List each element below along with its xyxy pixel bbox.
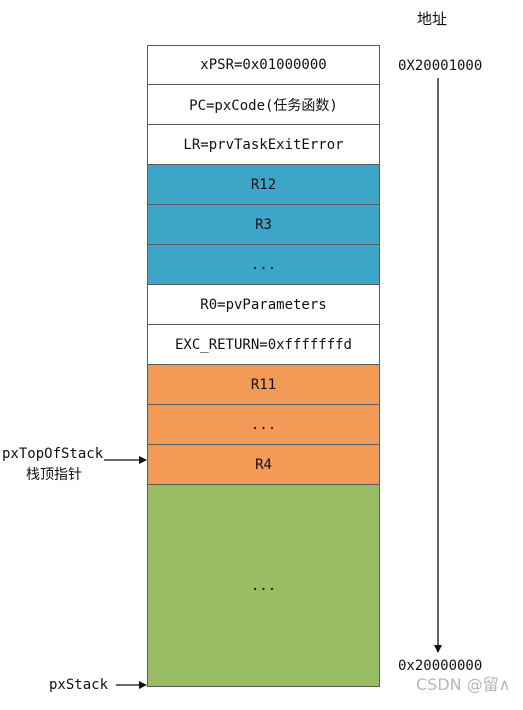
stack-cell-pc: PC=pxCode(任务函数) (147, 85, 380, 125)
stack-cell-r0: R0=pvParameters (147, 285, 380, 325)
stack-cell-xpsr: xPSR=0x01000000 (147, 45, 380, 85)
top-of-stack-label: pxTopOfStack (2, 446, 104, 462)
stack-frame: xPSR=0x01000000 PC=pxCode(任务函数) LR=prvTa… (147, 45, 380, 687)
stack-cell-lr: LR=prvTaskExitError (147, 125, 380, 165)
stack-cell-r3: R3 (147, 205, 380, 245)
stack-cell-r4: R4 (147, 445, 380, 485)
stack-cell-free-space: ... (147, 485, 380, 687)
watermark: CSDN @留∧ (416, 675, 511, 694)
stack-cell-ellipsis-orange: ... (147, 405, 380, 445)
address-bottom: 0x20000000 (398, 658, 483, 674)
address-header: 地址 (417, 10, 448, 28)
px-stack-label: pxStack (49, 677, 109, 693)
stack-cell-exc-return: EXC_RETURN=0xfffffffd (147, 325, 380, 365)
stack-cell-r11: R11 (147, 365, 380, 405)
top-of-stack-cn-label: 栈顶指针 (26, 467, 82, 483)
address-top: 0X20001000 (398, 58, 483, 74)
stack-cell-r12: R12 (147, 165, 380, 205)
stack-cell-ellipsis-blue: ... (147, 245, 380, 285)
